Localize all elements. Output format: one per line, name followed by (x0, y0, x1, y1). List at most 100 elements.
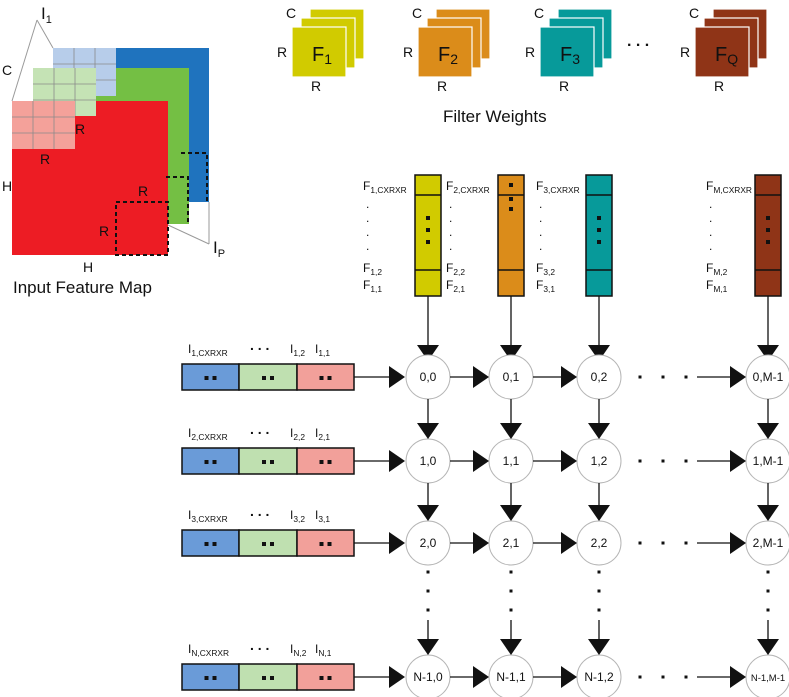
input-label-top: I1,CXRXR (188, 342, 228, 358)
pe-h-arrow (450, 450, 489, 472)
buffer-dot (327, 542, 332, 546)
buffer-dot (212, 542, 217, 546)
buffer-dot (319, 376, 324, 380)
ellipsis-dot (638, 675, 642, 679)
buffer-dot (204, 676, 209, 680)
pe-label: N-1,1 (496, 670, 526, 684)
pe-label: 0,1 (503, 370, 520, 384)
ellipsis-dot (766, 570, 770, 574)
filter-label-r-bottom: R (714, 78, 724, 94)
input-buffer-segment (181, 363, 240, 391)
pe-v-arrow (588, 399, 610, 439)
filter-label-r-left: R (680, 44, 690, 60)
ellipsis-dot (661, 541, 665, 545)
filter-label: F3 (560, 44, 580, 67)
pe-label: 1,2 (591, 454, 608, 468)
pe-label: 0,M-1 (753, 370, 784, 384)
pe-cell-1-2: 1,2 (576, 438, 622, 484)
input-buffer-segment (296, 663, 355, 691)
weight-label-top: F2,CXRXR (446, 179, 490, 195)
ellipsis-dot (684, 675, 688, 679)
ellipsis-dot (661, 375, 665, 379)
pe-v-arrow (500, 483, 522, 521)
input-label-dots: . . . (250, 503, 269, 519)
input-label-top: I2,CXRXR (188, 426, 228, 442)
input-label-mid: I3,2 (290, 508, 305, 524)
pe-v-arrow (757, 620, 779, 655)
buffer-dot (319, 460, 324, 464)
input-label-mid: I2,2 (290, 426, 305, 442)
weight-label-mid: F1,2 (363, 261, 382, 277)
weight-label-dots: . (366, 239, 369, 253)
buffer-dot (270, 376, 274, 380)
input-arrow (354, 666, 405, 688)
label-r-tile-right: R (75, 121, 85, 137)
weight-label-top: F1,CXRXR (363, 179, 407, 195)
buffer-dot (327, 676, 332, 680)
ellipsis-dot (638, 459, 642, 463)
pe-label: 0,2 (591, 370, 608, 384)
weight-dot (509, 183, 513, 187)
pe-v-arrow (588, 620, 610, 655)
pe-v-arrow (417, 399, 439, 439)
pe-h-arrow (533, 366, 577, 388)
pe-cell-2-2: 2,2 (576, 520, 622, 566)
weight-label-dots: . (539, 239, 542, 253)
weight-column-1: F1,CXRXRF1,2F1,1.... (363, 174, 442, 361)
weight-column-bar (585, 174, 613, 297)
pe-cell-2-1: 2,1 (488, 520, 534, 566)
weight-label-bot: FM,1 (706, 278, 728, 294)
weight-label-dots: . (366, 197, 369, 211)
buffer-dot (327, 460, 332, 464)
input-label-dots: . . . (250, 337, 269, 353)
weight-label-dots: . (449, 239, 452, 253)
pe-cell-0-0: 0,0 (405, 354, 451, 400)
pe-cell-1-0: 1,0 (405, 438, 451, 484)
ellipsis-dot (661, 675, 665, 679)
ellipsis-dot (597, 570, 601, 574)
pe-cell-3-3: N-1,M-1 (745, 654, 789, 697)
weight-label-bot: F2,1 (446, 278, 465, 294)
ellipsis-dot (766, 608, 770, 612)
weight-label-dots: . (539, 197, 542, 211)
ellipsis-dot (426, 570, 430, 574)
weight-label-mid: F3,2 (536, 261, 555, 277)
weight-dot (766, 240, 770, 244)
pe-cell-0-1: 0,1 (488, 354, 534, 400)
input-buffer-segment (238, 663, 298, 691)
pe-cell-3-0: N-1,0 (405, 654, 451, 697)
pe-v-ellipsis (509, 570, 513, 612)
input-arrow (354, 450, 405, 472)
pe-h-arrow (450, 366, 489, 388)
ellipsis-dot (638, 541, 642, 545)
filter-label-c: C (412, 5, 422, 21)
pe-v-arrow (500, 620, 522, 655)
pe-h-arrow (533, 666, 577, 688)
buffer-dot (204, 460, 209, 464)
weight-label-dots: . (366, 225, 369, 239)
pe-cell-1-1: 1,1 (488, 438, 534, 484)
filter-sheet (694, 26, 750, 78)
weight-dot (597, 240, 601, 244)
weight-label-mid: FM,2 (706, 261, 728, 277)
input-feature-map: I1 C H H R R R R IP Input Feature Map (2, 4, 225, 297)
buffer-dot (212, 460, 217, 464)
pe-h-arrow (697, 666, 746, 688)
input-label-bot: I1,1 (315, 342, 330, 358)
pe-label: 1,M-1 (753, 454, 784, 468)
weight-dot (597, 216, 601, 220)
filter-label-r-bottom: R (559, 78, 569, 94)
filter-label-r-bottom: R (311, 78, 321, 94)
pe-h-arrow (533, 450, 577, 472)
filter-label-r-left: R (277, 44, 287, 60)
input-buffer-segment (238, 447, 298, 475)
pe-label: N-1,0 (413, 670, 443, 684)
weight-column-3: F3,CXRXRF3,2F3,1.... (536, 174, 613, 361)
buffer-dot (212, 676, 217, 680)
pe-h-ellipsis (638, 541, 688, 545)
pe-label: 1,0 (420, 454, 437, 468)
